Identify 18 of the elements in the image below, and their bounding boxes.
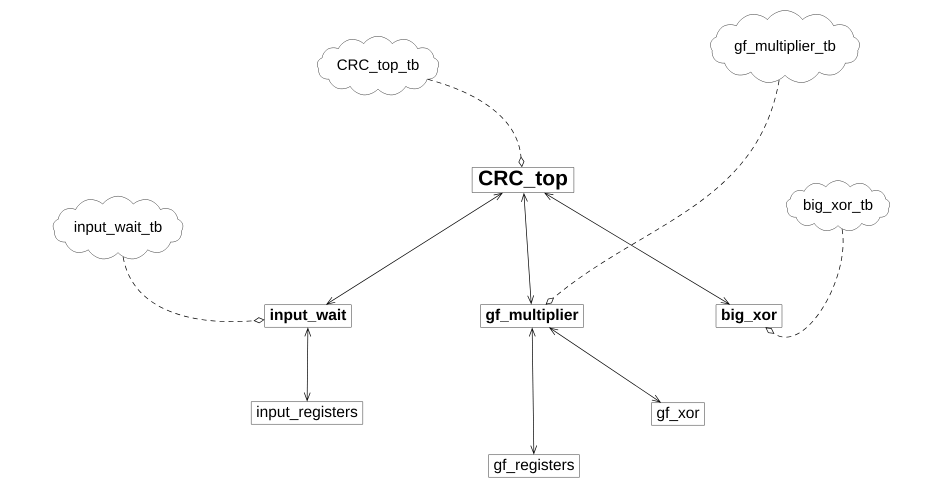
- arrow: [528, 327, 538, 455]
- testbench-cloud: gf_multiplier_tb: [710, 10, 860, 83]
- module-box: input_wait: [264, 304, 352, 328]
- dashed-connector: [122, 256, 264, 324]
- testbench-cloud: CRC_top_tb: [317, 36, 439, 96]
- arrow: [304, 327, 312, 402]
- arrow: [544, 192, 730, 305]
- arrow: [549, 327, 662, 403]
- testbench-cloud: big_xor_tb: [786, 180, 890, 231]
- arrow: [521, 192, 534, 305]
- module-box: input_registers: [250, 402, 364, 424]
- arrow: [326, 192, 503, 305]
- module-box: gf_multiplier: [480, 304, 584, 328]
- module-box: gf_xor: [651, 402, 705, 426]
- module-box: gf_registers: [488, 454, 580, 478]
- module-box: big_xor: [716, 304, 782, 328]
- testbench-cloud: input_wait_tb: [52, 196, 184, 260]
- module-box: CRC_top: [472, 167, 574, 193]
